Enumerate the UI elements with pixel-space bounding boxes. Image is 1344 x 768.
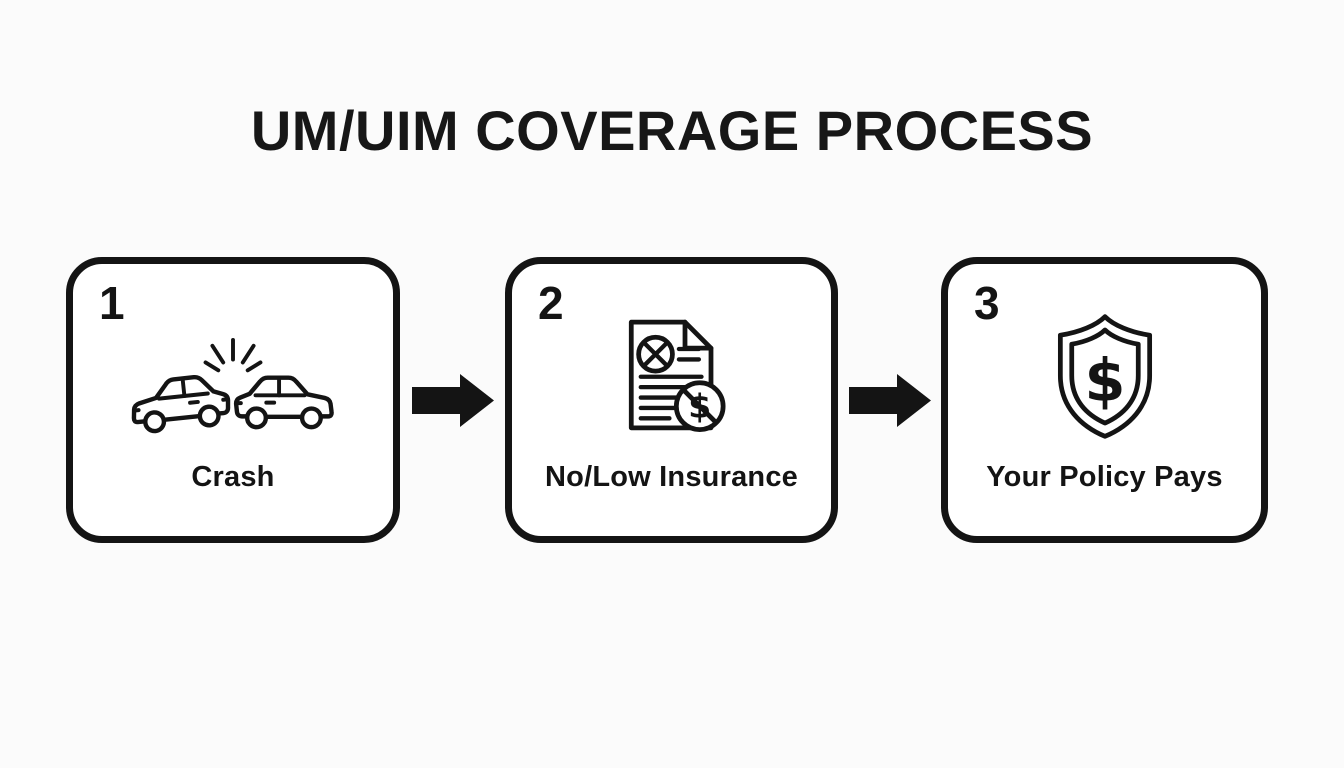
shield-dollar-icon: $ [1048, 310, 1162, 443]
step-box-your-policy-pays: 3 $ Your Policy Pays [941, 257, 1268, 543]
document-no-insurance-icon: $ [607, 310, 737, 440]
step-number: 3 [974, 277, 1000, 329]
page-title: UM/UIM COVERAGE PROCESS [250, 99, 1094, 162]
car-crash-icon [129, 336, 337, 434]
no-money-badge: $ [673, 380, 726, 432]
arrow-right-icon [849, 373, 932, 428]
step-label: Your Policy Pays [986, 461, 1223, 493]
step-box-crash: 1 [66, 257, 400, 543]
step-label: Crash [191, 461, 275, 493]
step-number: 2 [538, 277, 564, 329]
impact-spark-lines [203, 337, 263, 373]
step-number: 1 [99, 277, 125, 329]
dollar-glyph: $ [1084, 346, 1125, 415]
step-box-no-low-insurance: 2 $ No/Low Ins [505, 257, 838, 543]
step-label: No/Low Insurance [545, 461, 798, 493]
arrow-right-icon [412, 373, 495, 428]
